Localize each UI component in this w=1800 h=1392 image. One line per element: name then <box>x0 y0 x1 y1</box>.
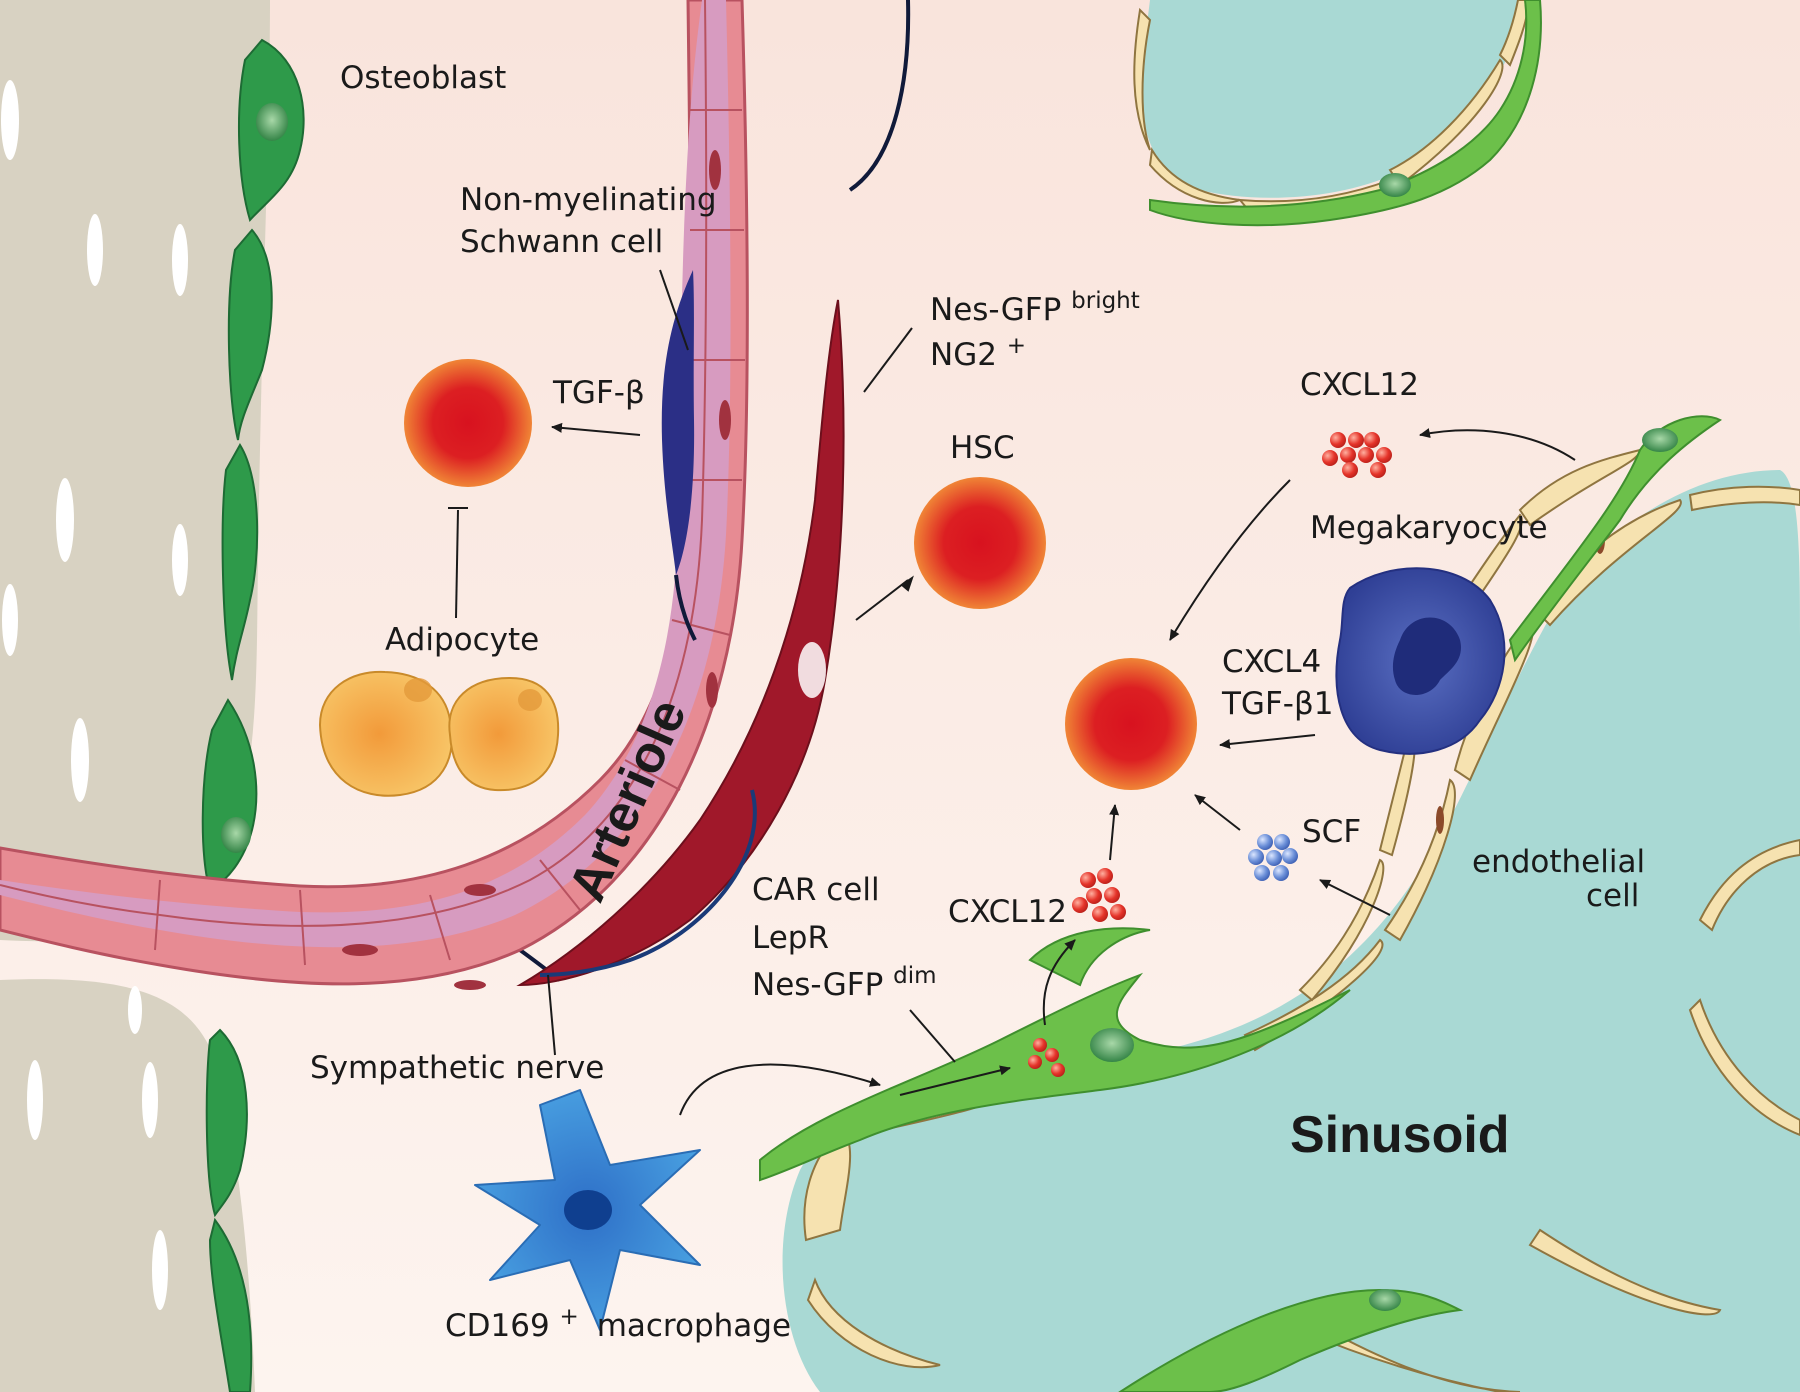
car-cell-bottom <box>1118 1288 1464 1392</box>
cxcl12-bottom-label: CXCL12 <box>948 894 1067 930</box>
osteoblast-nuclei <box>221 103 288 853</box>
nes-gfp-bright-label: Nes-GFP bright <box>930 288 1140 328</box>
car-cell-right <box>1508 415 1722 663</box>
nes-gfp-dim-label: Nes-GFP dim <box>752 963 937 1003</box>
nes-gfp-bright-nucleus <box>798 642 826 698</box>
nes-gfp-dim-text: Nes-GFP <box>752 967 883 1003</box>
cxcl12-cluster-top <box>1322 432 1392 478</box>
scf-cluster <box>1248 834 1298 881</box>
macrophage-nucleus <box>564 1190 612 1230</box>
bone <box>0 0 270 1392</box>
cxcl12-cluster-bottom <box>1072 868 1126 922</box>
upper-sinusoid <box>1133 0 1542 227</box>
upper-car-cell <box>1149 0 1542 227</box>
hsc-cell-right <box>1065 658 1197 790</box>
hsc-label: HSC <box>950 430 1015 466</box>
adipocytes <box>318 670 560 797</box>
tgf-beta1-label: TGF-β1 <box>1221 686 1333 722</box>
megakaryocyte-label: Megakaryocyte <box>1310 510 1548 546</box>
ng2-text: NG2 <box>930 337 997 373</box>
hsc-cell-center <box>914 477 1046 609</box>
adipocyte-label: Adipocyte <box>385 622 539 658</box>
macrophage-text: macrophage <box>597 1308 791 1344</box>
osteoblast-label: Osteoblast <box>340 60 506 96</box>
sympathetic-nerve-label: Sympathetic nerve <box>310 1050 604 1086</box>
car-cell-process <box>1028 927 1151 987</box>
nes-gfp-bright-superscript: bright <box>1071 288 1140 314</box>
sinusoid-label: Sinusoid <box>1290 1106 1510 1164</box>
labels: Osteoblast Non-myelinating Schwann cell … <box>310 60 1645 1344</box>
schwann-label-line2: Schwann cell <box>460 224 663 260</box>
car-cell <box>759 972 1351 1182</box>
ng2-label: NG2 + <box>930 333 1026 373</box>
tgf-beta-label: TGF-β <box>552 375 645 411</box>
endothelial-label-line1: endothelial <box>1472 844 1645 880</box>
megakaryocyte <box>1335 567 1506 755</box>
cd169-text: CD169 <box>445 1308 550 1344</box>
lepr-label: LepR <box>752 920 829 956</box>
car-cell-label: CAR cell <box>752 872 880 908</box>
cd169-superscript: + <box>560 1304 579 1330</box>
car-cell-nucleus <box>1090 1028 1134 1062</box>
endothelial-label-line2: cell <box>1586 878 1639 914</box>
arrows <box>448 269 1576 1116</box>
cxcl12-top-label: CXCL12 <box>1300 367 1419 403</box>
nes-gfp-bright-ng2-cell <box>516 299 845 987</box>
cd169-macrophage-label: CD169 + macrophage <box>445 1296 791 1344</box>
cxcl12-cluster-car <box>1028 1038 1065 1077</box>
ng2-superscript: + <box>1007 333 1026 359</box>
nes-gfp-dim-superscript: dim <box>893 963 936 989</box>
sinusoid: Sinusoid <box>759 415 1800 1392</box>
hsc-cell-left <box>404 359 532 487</box>
cxcl4-label: CXCL4 <box>1222 644 1321 680</box>
nes-gfp-bright-text: Nes-GFP <box>930 292 1061 328</box>
scf-label: SCF <box>1302 814 1361 850</box>
schwann-label-line1: Non-myelinating <box>460 182 717 218</box>
